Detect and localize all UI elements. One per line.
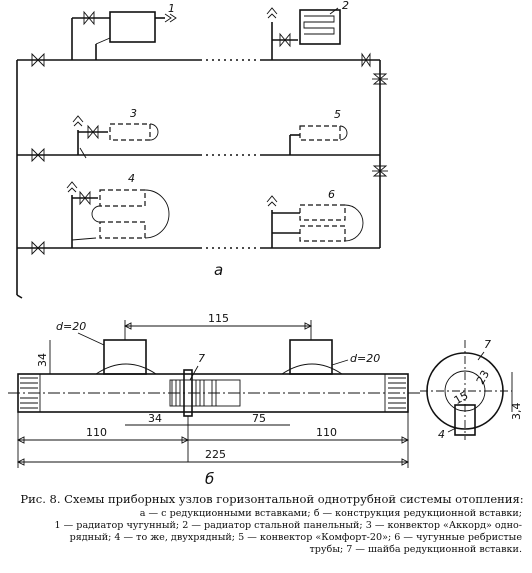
label-2: 2	[342, 0, 349, 12]
ribbed-tube-6-bottom	[299, 225, 346, 242]
label-4-detail: 4	[438, 428, 445, 441]
dim-34-vert: 34	[36, 353, 49, 367]
caption-line-2: 1 — радиатор чугунный; 2 — радиатор стал…	[54, 520, 523, 531]
left-branch	[103, 339, 147, 375]
label-3: 3	[130, 107, 137, 120]
row-3: 4 6	[17, 172, 381, 256]
label-6: 6	[328, 188, 335, 201]
caption-line-3: рядный; 4 — то же, двухрядный; 5 — конве…	[69, 532, 522, 543]
convector-4-bottom	[99, 221, 146, 239]
washer-detail: 7 23 15 4 3,4	[420, 338, 523, 441]
dim-d20-left: d=20	[56, 320, 86, 333]
caption-line-4: трубы; 7 — шайба редукционной вставки.	[309, 544, 522, 555]
dim-15: 15	[452, 389, 471, 407]
label-a: а	[214, 261, 223, 279]
convector-5	[299, 125, 341, 141]
radiator-1	[109, 11, 156, 43]
dim-225: 225	[205, 448, 226, 461]
ribbed-tube-6-top	[299, 204, 346, 221]
label-7: 7	[198, 352, 205, 365]
row-2: 3 5	[17, 105, 388, 200]
caption-title: Рис. 8. Схемы приборных узлов горизонтал…	[20, 492, 524, 506]
dim-34: 34	[148, 412, 162, 425]
scheme-a: 1 2 3	[16, 0, 388, 299]
dim-75: 75	[252, 412, 266, 425]
insert-construction-b: 115 d=20 d=20 34 7 110 34 75 110 225 б	[8, 312, 523, 488]
figure-caption: Рис. 8. Схемы приборных узлов горизонтал…	[0, 492, 532, 556]
convector-3	[109, 123, 151, 141]
dim-d20-right: d=20	[350, 352, 380, 365]
dim-110-left: 110	[86, 426, 107, 439]
row-1: 1 2	[17, 0, 388, 105]
dim-3-4: 3,4	[510, 403, 523, 421]
label-1: 1	[168, 2, 175, 15]
label-b: б	[205, 470, 214, 488]
dim-23: 23	[474, 368, 492, 387]
radiator-2	[299, 9, 341, 45]
caption-line-1: а — с редукционными вставками; б — конст…	[139, 508, 522, 519]
label-4: 4	[128, 172, 135, 185]
dim-110-right: 110	[316, 426, 337, 439]
convector-4-top	[99, 189, 146, 207]
right-branch	[289, 339, 333, 375]
dim-115: 115	[208, 312, 229, 325]
label-5: 5	[334, 108, 341, 121]
label-7-detail: 7	[484, 338, 491, 351]
